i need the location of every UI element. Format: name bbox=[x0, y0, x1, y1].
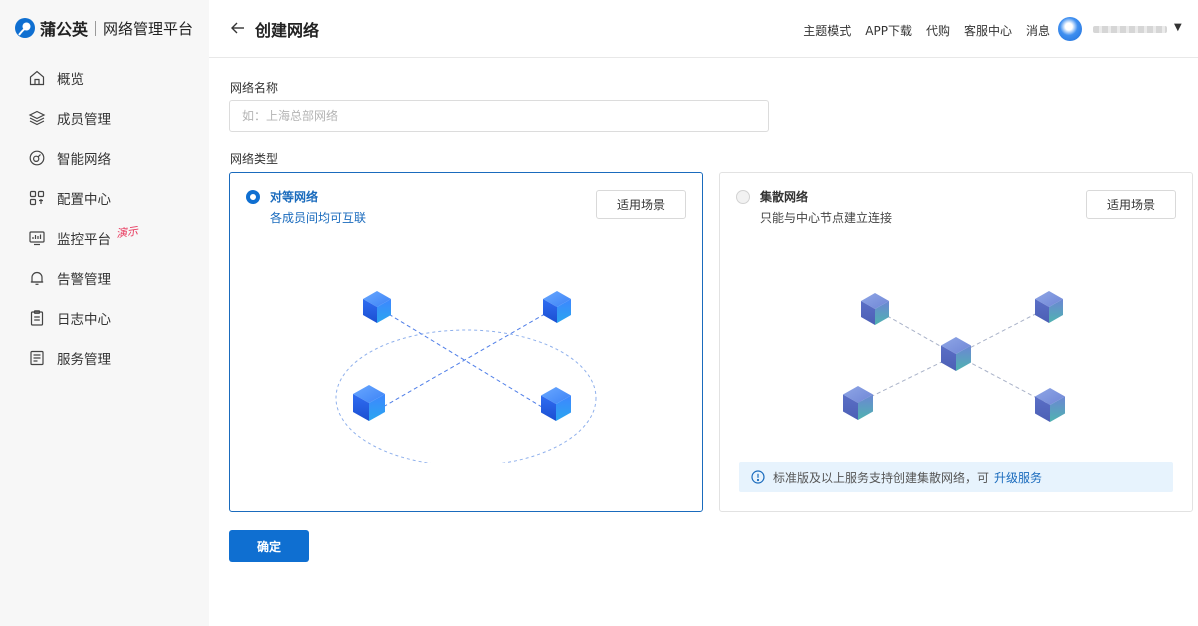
brand[interactable]: 蒲公英 网络管理平台 bbox=[14, 15, 193, 41]
network-type-label: 网络类型 bbox=[230, 152, 279, 166]
brand-divider bbox=[95, 20, 97, 36]
confirm-button[interactable]: 确定 bbox=[229, 530, 309, 562]
upgrade-service-link[interactable]: 升级服务 bbox=[994, 470, 1043, 485]
card-description: 各成员间均可互联 bbox=[270, 211, 367, 225]
sidebar-item-label: 服务管理 bbox=[57, 352, 111, 368]
peer-network-diagram bbox=[335, 291, 597, 463]
network-name-input[interactable] bbox=[229, 100, 769, 132]
sidebar-item-alerts[interactable]: 告警管理 bbox=[0, 258, 209, 298]
use-cases-button[interactable]: 适用场景 bbox=[1086, 190, 1176, 219]
upgrade-notice: 标准版及以上服务支持创建集散网络，可 升级服务 bbox=[739, 462, 1173, 492]
sidebar: 蒲公英 网络管理平台 概览 成员管理 智能网络 bbox=[0, 0, 209, 626]
sidebar-item-overview[interactable]: 概览 bbox=[0, 58, 209, 98]
header-links: 主题模式 APP下载 代购 客服中心 消息 bbox=[803, 22, 1050, 39]
dandelion-logo-icon bbox=[15, 18, 35, 38]
brand-name: 蒲公英 bbox=[40, 20, 89, 39]
network-type-card-peer[interactable]: 对等网络 各成员间均可互联 适用场景 bbox=[229, 172, 703, 512]
card-title: 对等网络 bbox=[270, 190, 319, 204]
header-link-support[interactable]: 客服中心 bbox=[963, 24, 1012, 38]
sidebar-item-config-center[interactable]: 配置中心 bbox=[0, 178, 209, 218]
sidebar-item-label: 智能网络 bbox=[57, 152, 111, 168]
info-icon bbox=[751, 470, 765, 484]
sidebar-nav: 概览 成员管理 智能网络 配置中心 bbox=[0, 58, 209, 378]
sidebar-item-monitor[interactable]: 监控平台 演示 bbox=[0, 218, 209, 258]
network-name-label: 网络名称 bbox=[230, 81, 279, 95]
cube-node bbox=[541, 387, 571, 421]
sidebar-item-smart-network[interactable]: 智能网络 bbox=[0, 138, 209, 178]
sidebar-item-label: 告警管理 bbox=[57, 272, 111, 288]
header-link-purchase[interactable]: 代购 bbox=[925, 24, 950, 38]
use-cases-button[interactable]: 适用场景 bbox=[596, 190, 686, 219]
network-type-card-hub[interactable]: 集散网络 只能与中心节点建立连接 适用场景 bbox=[719, 172, 1193, 512]
brand-subtitle: 网络管理平台 bbox=[103, 19, 194, 38]
radio-hub-unselected[interactable] bbox=[736, 190, 750, 204]
card-title: 集散网络 bbox=[760, 190, 809, 204]
cube-node bbox=[353, 385, 385, 421]
notice-text: 标准版及以上服务支持创建集散网络，可 bbox=[773, 470, 990, 485]
clipboard-icon bbox=[28, 309, 46, 327]
card-description: 只能与中心节点建立连接 bbox=[760, 211, 893, 225]
top-header: 创建网络 主题模式 APP下载 代购 客服中心 消息 ▼ bbox=[209, 0, 1198, 58]
sidebar-item-label: 日志中心 bbox=[57, 312, 111, 328]
back-arrow-icon[interactable] bbox=[229, 19, 247, 37]
avatar[interactable] bbox=[1058, 17, 1082, 41]
sidebar-item-label: 成员管理 bbox=[57, 112, 111, 128]
sidebar-item-services[interactable]: 服务管理 bbox=[0, 338, 209, 378]
sidebar-item-label: 配置中心 bbox=[57, 192, 111, 208]
sidebar-item-label: 概览 bbox=[57, 72, 84, 88]
sidebar-item-members[interactable]: 成员管理 bbox=[0, 98, 209, 138]
layers-icon bbox=[28, 109, 46, 127]
document-list-icon bbox=[28, 349, 46, 367]
demo-badge: 演示 bbox=[115, 224, 139, 241]
chevron-down-icon[interactable]: ▼ bbox=[1174, 22, 1182, 33]
bell-icon bbox=[28, 269, 46, 287]
network-circle-icon bbox=[28, 149, 46, 167]
page-title: 创建网络 bbox=[255, 21, 320, 40]
sidebar-item-logs[interactable]: 日志中心 bbox=[0, 298, 209, 338]
cube-node bbox=[363, 291, 391, 323]
header-link-theme[interactable]: 主题模式 bbox=[803, 24, 852, 38]
sidebar-item-label: 监控平台 bbox=[57, 232, 111, 248]
hub-network-diagram bbox=[843, 291, 1065, 422]
header-link-app-download[interactable]: APP下载 bbox=[865, 24, 912, 38]
home-icon bbox=[28, 69, 46, 87]
cube-node bbox=[543, 291, 571, 323]
grid-icon bbox=[28, 189, 46, 207]
user-name-masked[interactable] bbox=[1093, 26, 1167, 33]
monitor-icon bbox=[28, 229, 46, 247]
radio-peer-selected[interactable] bbox=[246, 190, 260, 204]
header-link-messages[interactable]: 消息 bbox=[1025, 24, 1050, 38]
